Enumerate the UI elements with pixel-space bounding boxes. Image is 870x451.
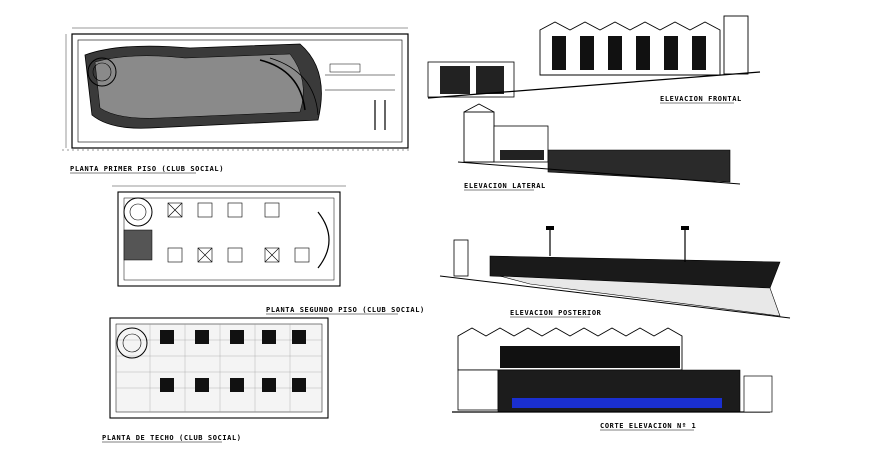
side-elevation-label: ELEVACION LATERAL: [464, 182, 546, 190]
roof-plan: PLANTA DE TECHO (CLUB SOCIAL): [102, 317, 329, 443]
second-floor-plan-label: PLANTA SEGUNDO PISO (CLUB SOCIAL): [266, 306, 425, 314]
side-elevation: ELEVACION LATERAL: [457, 103, 741, 191]
second-floor-plan: PLANTA SEGUNDO PISO (CLUB SOCIAL): [112, 185, 425, 315]
first-floor-plan-label: PLANTA PRIMER PISO (CLUB SOCIAL): [70, 165, 224, 173]
section-label: CORTE ELEVACION Nº 1: [600, 422, 696, 430]
first-floor-plan: PLANTA PRIMER PISO (CLUB SOCIAL): [62, 27, 412, 174]
roof-plan-label: PLANTA DE TECHO (CLUB SOCIAL): [102, 434, 242, 442]
front-elevation-label: ELEVACION FRONTAL: [660, 95, 742, 103]
rear-elevation: ELEVACION POSTERIOR: [439, 226, 791, 319]
front-elevation: ELEVACION FRONTAL: [427, 15, 761, 104]
rear-elevation-label: ELEVACION POSTERIOR: [510, 309, 602, 317]
section-elevation: CORTE ELEVACION Nº 1: [452, 327, 773, 431]
